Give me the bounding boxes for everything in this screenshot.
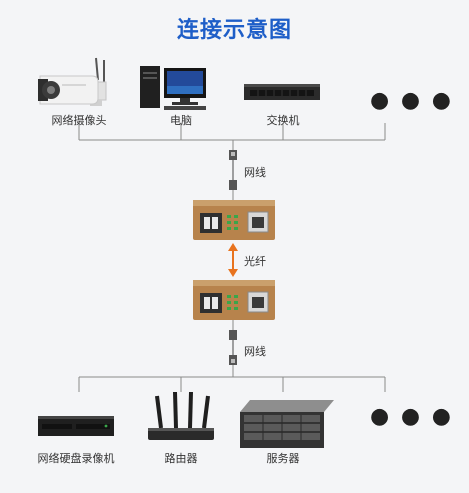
fiber-label: 光纤 — [244, 255, 266, 268]
bottom-bracket — [78, 365, 386, 392]
cable-bottom — [229, 320, 237, 365]
cable-bottom-label: 网线 — [244, 345, 266, 358]
nvr-icon — [38, 416, 114, 436]
media-converter-bottom — [193, 280, 275, 320]
cable-top — [229, 150, 237, 200]
bottom-device-label-router: 路由器 — [164, 452, 198, 465]
cable-top-label: 网线 — [244, 166, 266, 179]
media-converter-top — [193, 200, 275, 240]
bottom-device-label-server: 服务器 — [266, 452, 300, 465]
page-title: 连接示意图 — [176, 18, 292, 43]
bottom-device-label-nvr: 网络硬盘录像机 — [37, 452, 115, 465]
switch-icon — [244, 84, 320, 100]
server-icon — [240, 400, 334, 448]
top-device-label-switch: 交换机 — [266, 114, 300, 127]
top-bracket — [78, 123, 386, 152]
more-top-icon: ● ● ● — [370, 88, 453, 113]
top-device-label-computer: 电脑 — [170, 114, 192, 127]
ip-camera-icon — [38, 57, 107, 106]
more-bottom-icon: ● ● ● — [370, 404, 453, 429]
computer-icon — [140, 66, 206, 110]
top-device-label-camera: 网络摄像头 — [51, 114, 107, 127]
router-icon — [148, 391, 214, 440]
fiber-arrow — [228, 243, 238, 277]
